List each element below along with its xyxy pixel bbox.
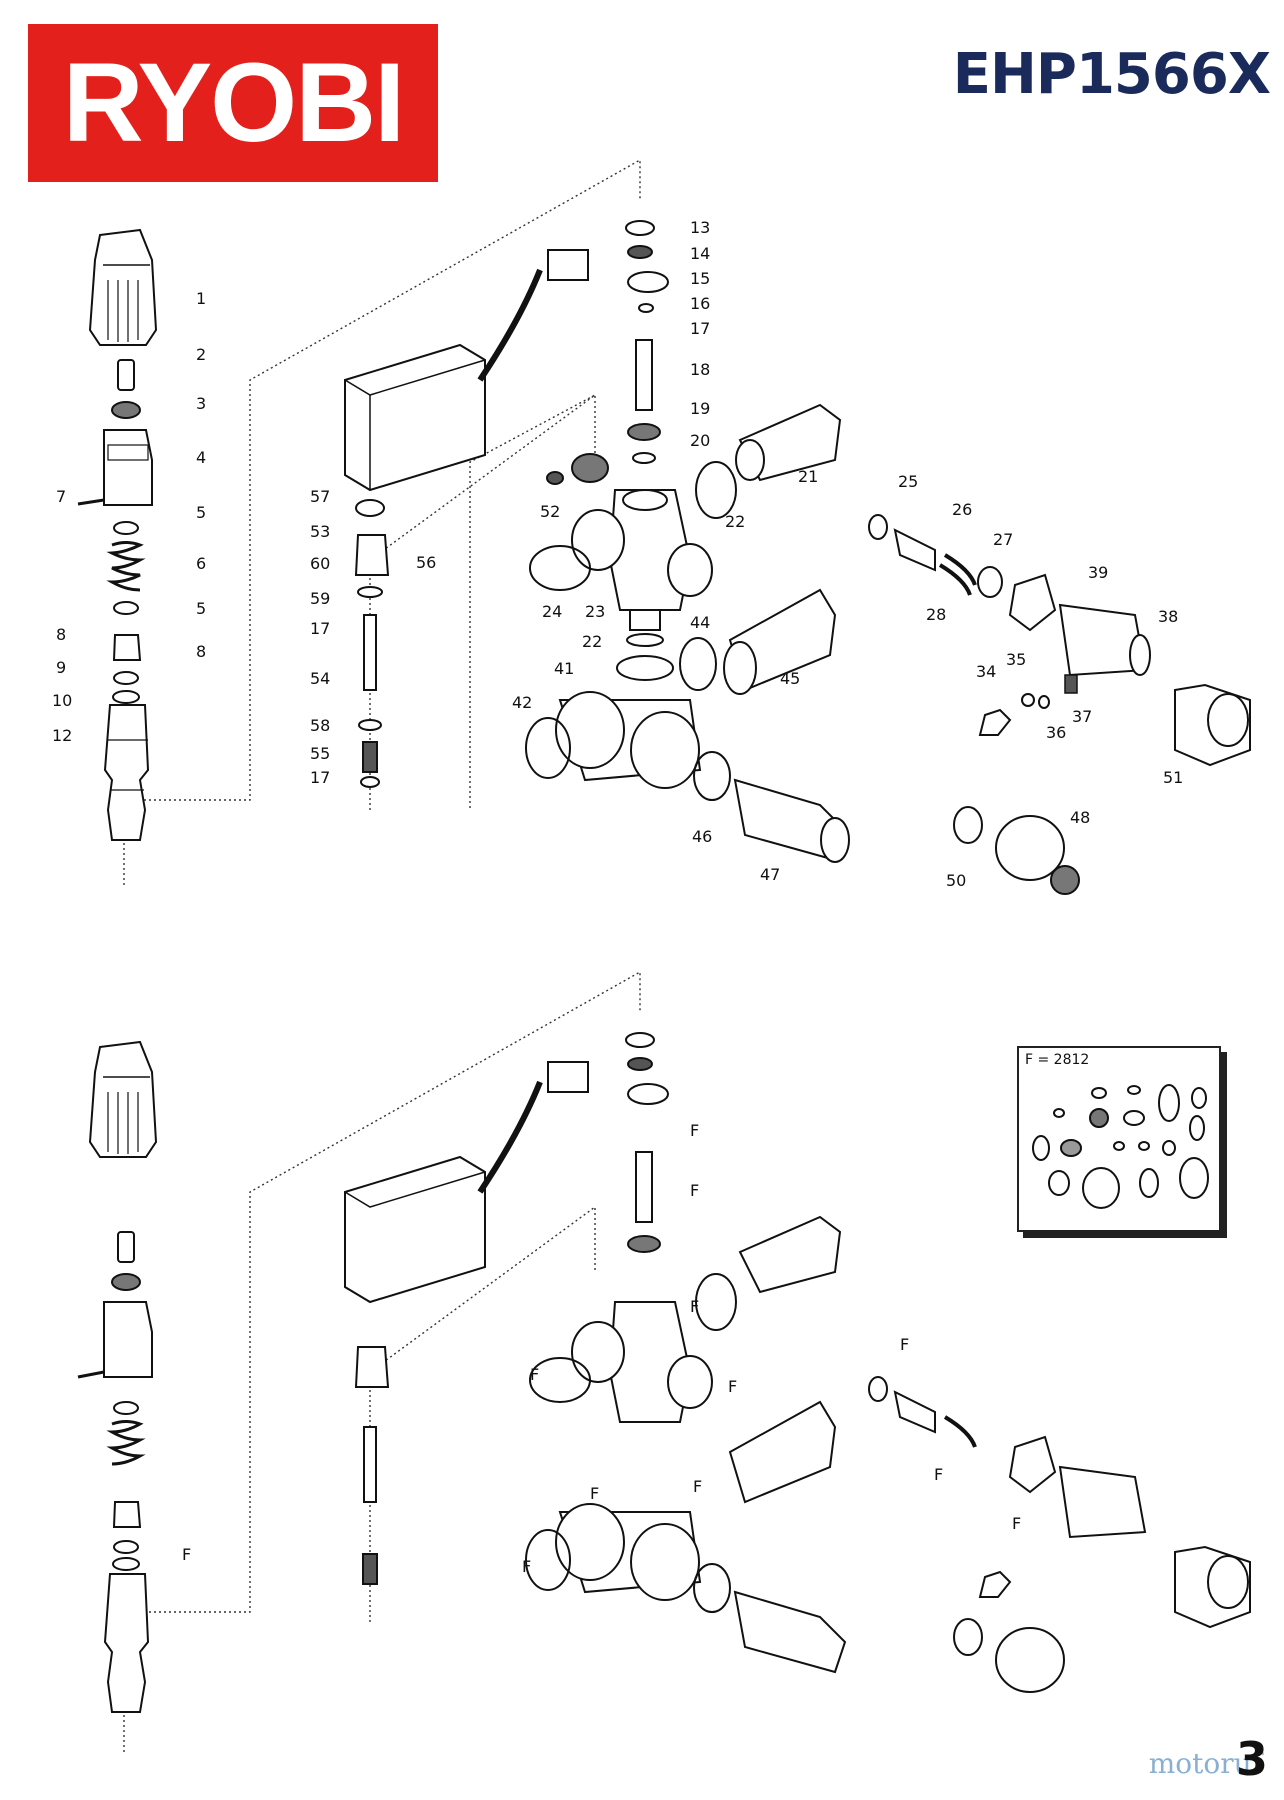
callout-48: 48 — [1070, 808, 1090, 827]
seal-marker: F — [693, 1477, 702, 1496]
seal-marker: F — [690, 1121, 699, 1140]
logo-text: RYOBI — [62, 40, 406, 165]
page-number: 3 — [1235, 1732, 1268, 1786]
callout-5b: 5 — [196, 599, 206, 618]
callout-47: 47 — [760, 865, 780, 884]
callout-20: 20 — [690, 431, 710, 450]
callout-18: 18 — [690, 360, 710, 379]
callout-22b: 22 — [582, 632, 602, 651]
callout-45: 45 — [780, 669, 800, 688]
callout-19: 19 — [690, 399, 710, 418]
callout-22a: 22 — [725, 512, 745, 531]
callout-17b: 17 — [310, 619, 330, 638]
seal-marker: F — [590, 1484, 599, 1503]
seal-marker: F — [530, 1365, 539, 1384]
bottom-diagram: F F F F F F F F F F F F — [77, 970, 1251, 1752]
callout-59: 59 — [310, 589, 330, 608]
callout-54: 54 — [310, 669, 330, 688]
callout-46: 46 — [692, 827, 712, 846]
seal-marker: F — [522, 1557, 531, 1576]
callout-15: 15 — [690, 269, 710, 288]
callout-10: 10 — [52, 691, 72, 710]
callout-5a: 5 — [196, 503, 206, 522]
callout-58: 58 — [310, 716, 330, 735]
callout-2: 2 — [196, 345, 206, 364]
callout-16: 16 — [690, 294, 710, 313]
callout-7: 8 — [56, 625, 66, 644]
callout-38: 38 — [1158, 607, 1178, 626]
seal-kit-box: F = 2812 — [1017, 1046, 1221, 1232]
callout-12: 12 — [52, 726, 72, 745]
callout-50: 50 — [946, 871, 966, 890]
callout-24: 24 — [542, 602, 562, 621]
callout-42: 42 — [512, 693, 532, 712]
model-number: EHP1566X — [952, 42, 1271, 107]
callout-51: 51 — [1163, 768, 1183, 787]
callout-39: 39 — [1088, 563, 1108, 582]
callout-28: 28 — [926, 605, 946, 624]
callout-25: 25 — [898, 472, 918, 491]
callout-26: 26 — [952, 500, 972, 519]
callout-36: 36 — [1046, 723, 1066, 742]
callout-23: 23 — [585, 602, 605, 621]
callout-1: 1 — [196, 289, 206, 308]
callout-37: 37 — [1072, 707, 1092, 726]
callout-60: 60 — [310, 554, 330, 573]
seal-marker: F — [690, 1181, 699, 1200]
callout-55: 55 — [310, 744, 330, 763]
callout-8a: 7 — [56, 487, 66, 506]
callout-57: 57 — [310, 487, 330, 506]
callout-53: 53 — [310, 522, 330, 541]
callout-9: 9 — [56, 658, 66, 677]
seal-marker: F — [900, 1335, 909, 1354]
watermark: motoruf — [1148, 1747, 1262, 1780]
callout-17a: 17 — [690, 319, 710, 338]
callout-21: 21 — [798, 467, 818, 486]
callout-41: 41 — [554, 659, 574, 678]
callout-17c: 17 — [310, 768, 330, 787]
callout-3: 3 — [196, 394, 206, 413]
seal-kit-rings — [1032, 1084, 1209, 1209]
callout-8b: 8 — [196, 642, 206, 661]
callout-6: 6 — [196, 554, 206, 573]
callout-35: 35 — [1006, 650, 1026, 669]
seal-marker: F — [182, 1545, 191, 1564]
callout-27: 27 — [993, 530, 1013, 549]
callout-52: 52 — [540, 502, 560, 521]
callout-56: 56 — [416, 553, 436, 572]
top-diagram: 1 2 3 4 5 6 5 7 8 8 9 10 12 13 14 15 16 … — [52, 158, 1251, 895]
callout-4: 4 — [196, 448, 206, 467]
callout-14: 14 — [690, 244, 710, 263]
kit-label: F = 2812 — [1025, 1052, 1090, 1068]
seal-marker: F — [934, 1465, 943, 1484]
callout-34: 34 — [976, 662, 996, 681]
callout-44: 44 — [690, 613, 710, 632]
ryobi-logo: RYOBI — [28, 24, 438, 182]
callout-13: 13 — [690, 218, 710, 237]
seal-marker: F — [1012, 1514, 1021, 1533]
seal-marker: F — [728, 1377, 737, 1396]
seal-marker: F — [690, 1297, 699, 1316]
